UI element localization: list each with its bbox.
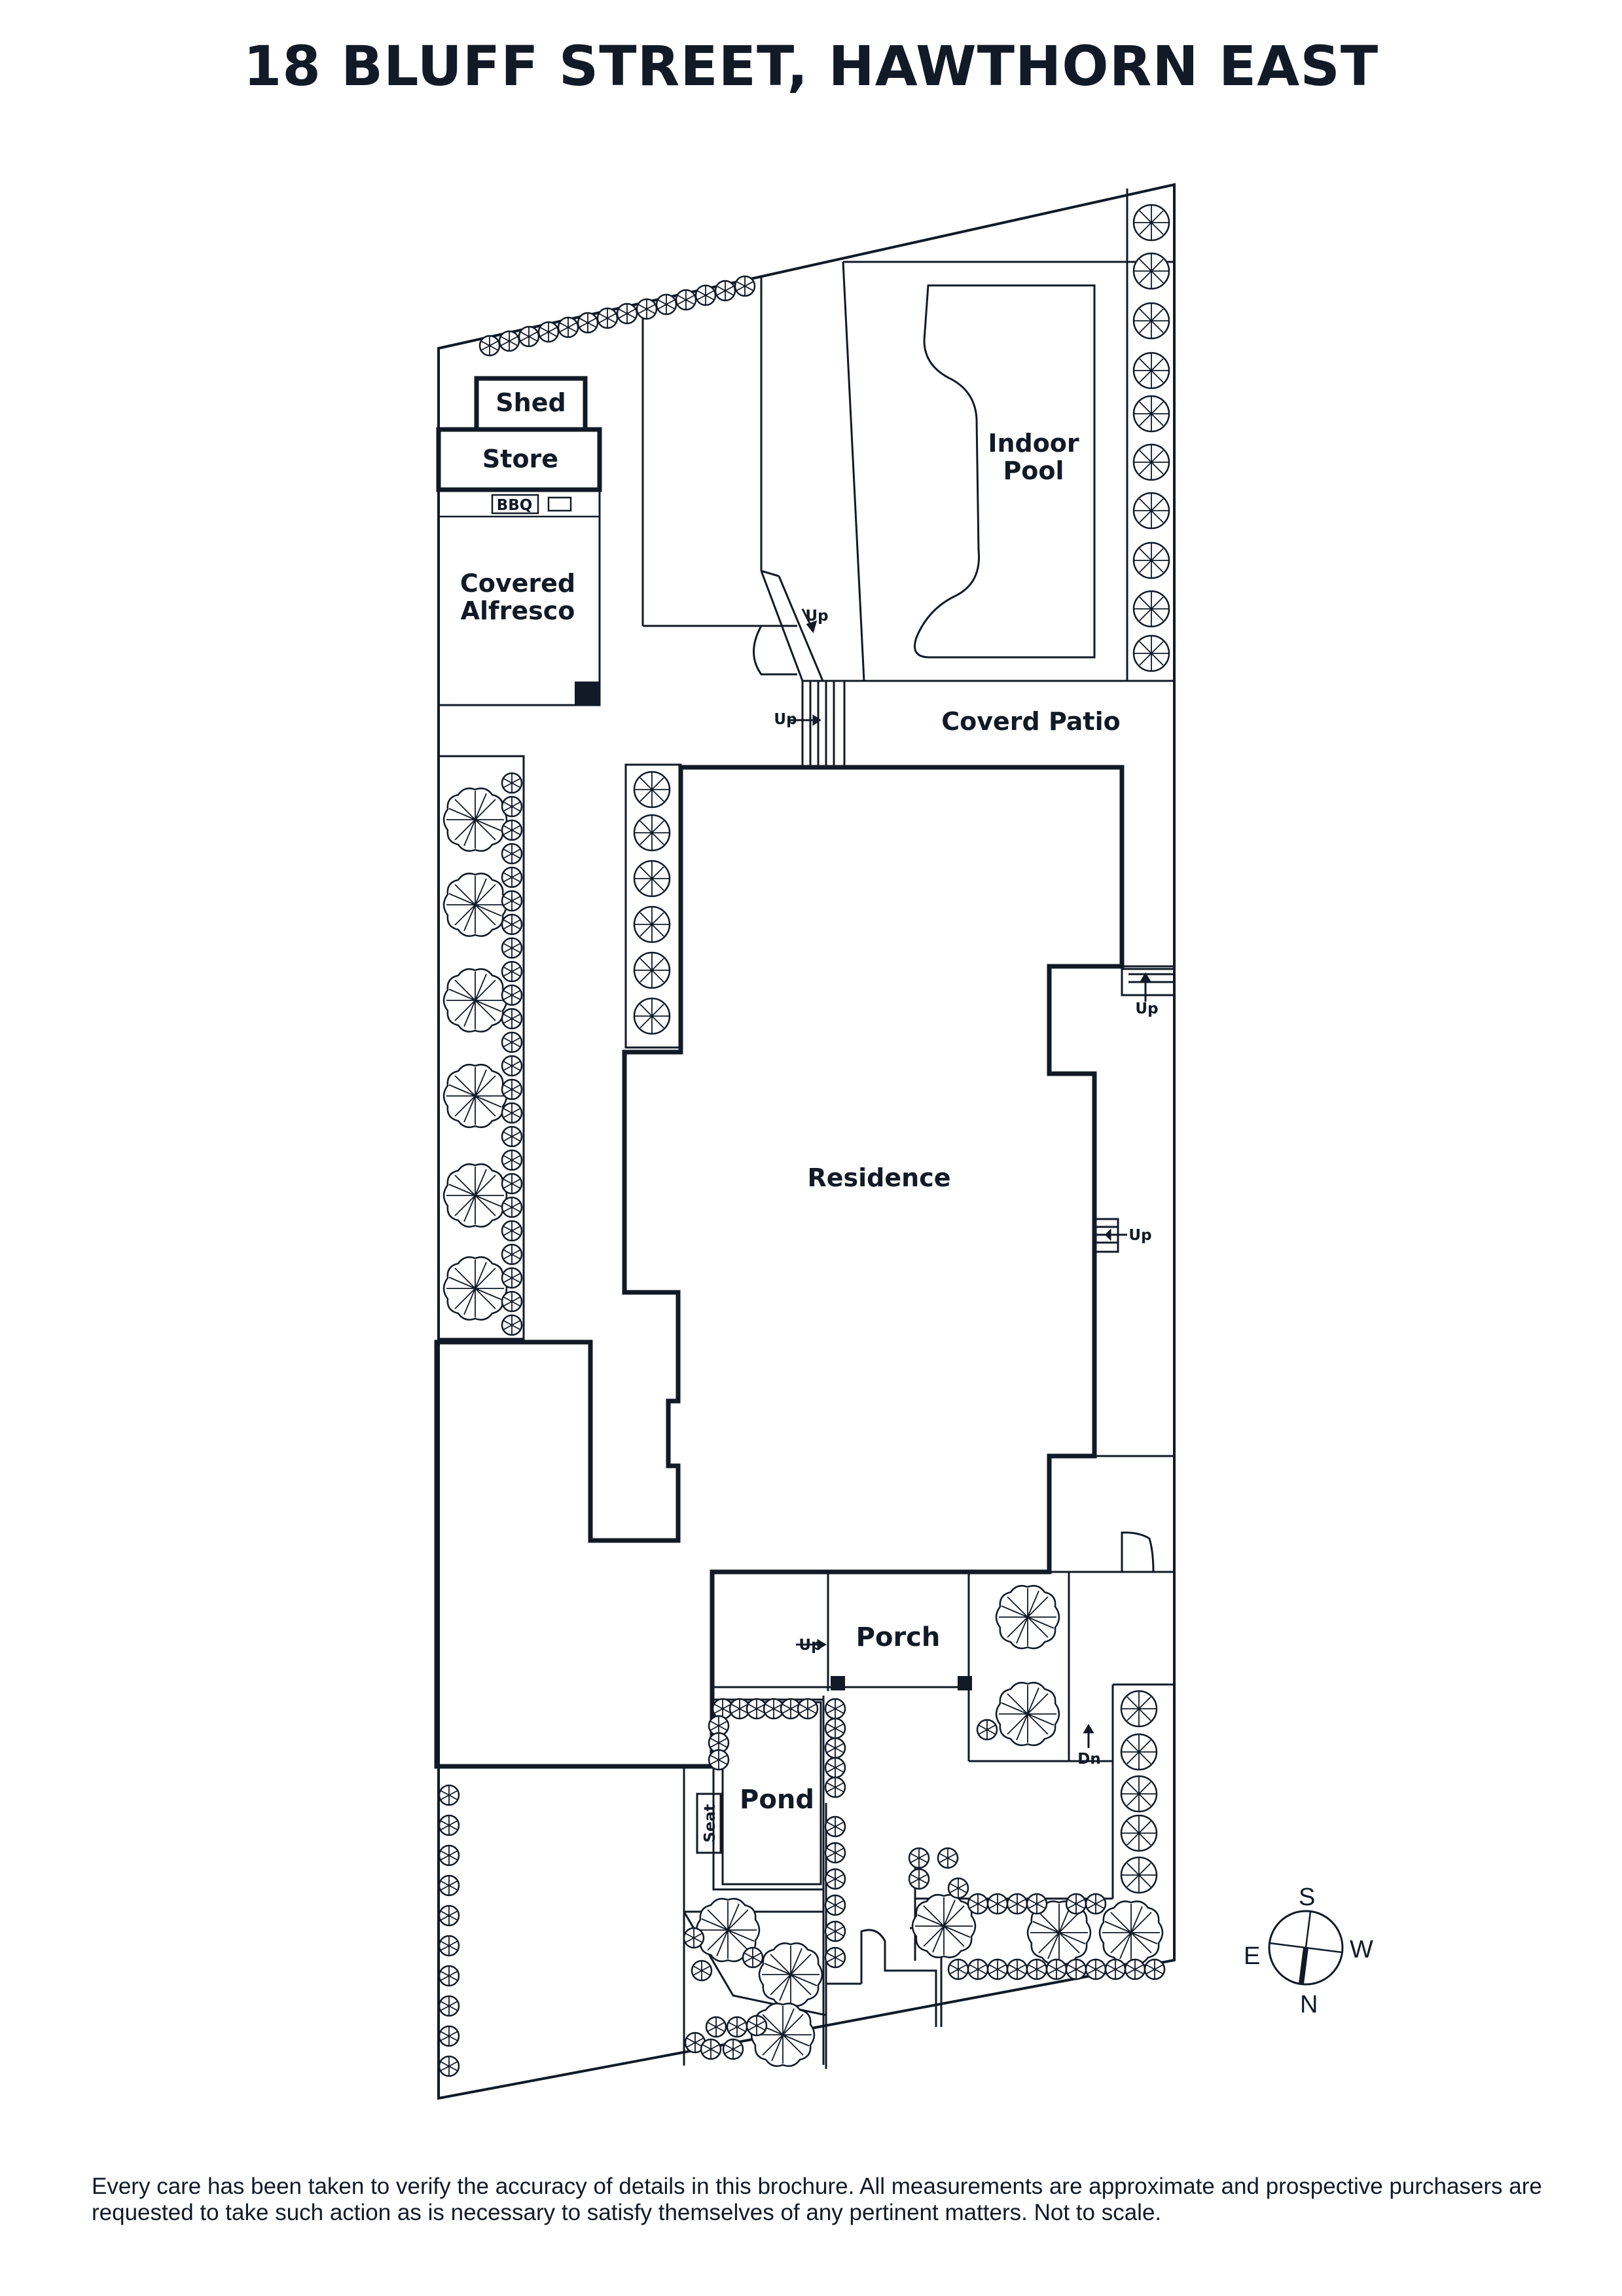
disclaimer: Every care has been taken to verify the … bbox=[92, 2174, 1542, 2225]
pond-label: Pond bbox=[740, 1785, 814, 1815]
compass-n-label: N bbox=[1300, 1991, 1318, 2018]
alfresco-outline bbox=[437, 490, 601, 706]
stair-up-label: Up bbox=[1135, 1000, 1158, 1017]
store-outline bbox=[436, 427, 602, 492]
patio-label: Coverd Patio bbox=[941, 707, 1120, 736]
side-paths bbox=[437, 755, 1176, 1573]
compass-circle bbox=[1268, 1910, 1344, 1986]
residence-label: Residence bbox=[807, 1163, 950, 1192]
compass-e-label: E bbox=[1244, 1942, 1260, 1970]
outbuildings bbox=[436, 376, 602, 706]
store-label: Store bbox=[482, 445, 558, 473]
bbq-label: BBQ bbox=[497, 497, 533, 514]
stair-up-label: Up bbox=[799, 1637, 821, 1654]
seat-label: Seat bbox=[702, 1804, 719, 1843]
alfresco-label-line1: Covered bbox=[460, 569, 575, 598]
room-labels: Shed Store BBQ Covered Alfresco Indoor P… bbox=[460, 388, 1159, 1842]
alfresco-label-line2: Alfresco bbox=[461, 596, 575, 625]
stair-up-label: Up bbox=[1128, 1227, 1151, 1244]
stair-up-label: Up bbox=[805, 608, 828, 625]
compass: S W E N bbox=[1244, 1884, 1373, 2018]
porch-label: Porch bbox=[856, 1622, 941, 1652]
residence bbox=[434, 765, 1125, 1769]
pool-label-line1: Indoor bbox=[988, 429, 1079, 458]
pool-outline bbox=[914, 284, 1096, 659]
pool-label-line2: Pool bbox=[1003, 456, 1064, 485]
pool-area bbox=[641, 189, 1174, 767]
stair-up-label: Up bbox=[774, 711, 797, 728]
shed-label: Shed bbox=[496, 388, 566, 417]
page-title: 18 BLUFF STREET, HAWTHORN EAST bbox=[243, 34, 1379, 98]
compass-s-label: S bbox=[1299, 1884, 1315, 1911]
compass-w-label: W bbox=[1350, 1936, 1373, 1963]
stair-dn-label: Dn bbox=[1077, 1751, 1100, 1768]
